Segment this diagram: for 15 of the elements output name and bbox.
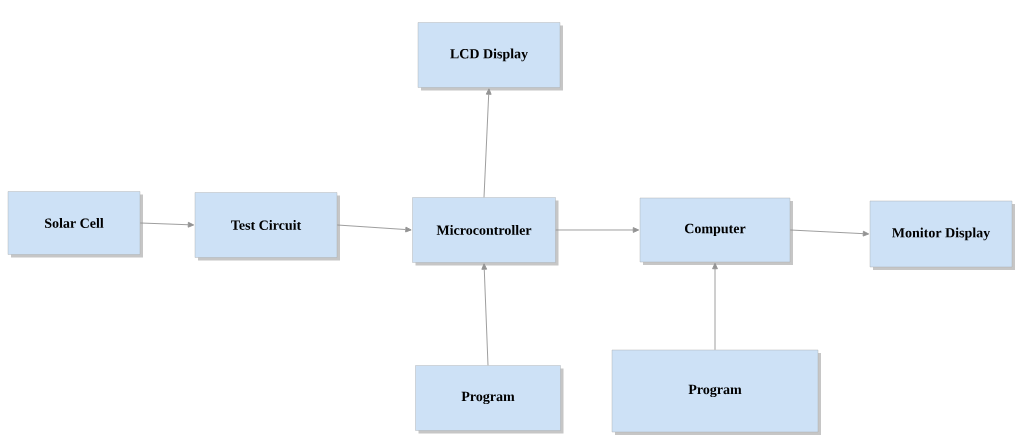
- arrow: [789, 229, 870, 237]
- process-box: LCD Display: [417, 22, 561, 88]
- process-box: Program: [611, 349, 819, 433]
- arrow: [483, 88, 492, 198]
- process-box: Microcontroller: [412, 197, 556, 263]
- process-box: Solar Cell: [7, 191, 141, 255]
- process-box: Program: [415, 365, 561, 431]
- arrow: [336, 224, 412, 233]
- arrow: [139, 221, 195, 228]
- arrow: [712, 262, 718, 351]
- arrow: [481, 263, 489, 366]
- process-box: Computer: [639, 197, 791, 263]
- arrow: [555, 227, 640, 233]
- process-box: Test Circuit: [194, 192, 338, 258]
- process-box: Monitor Display: [869, 200, 1013, 268]
